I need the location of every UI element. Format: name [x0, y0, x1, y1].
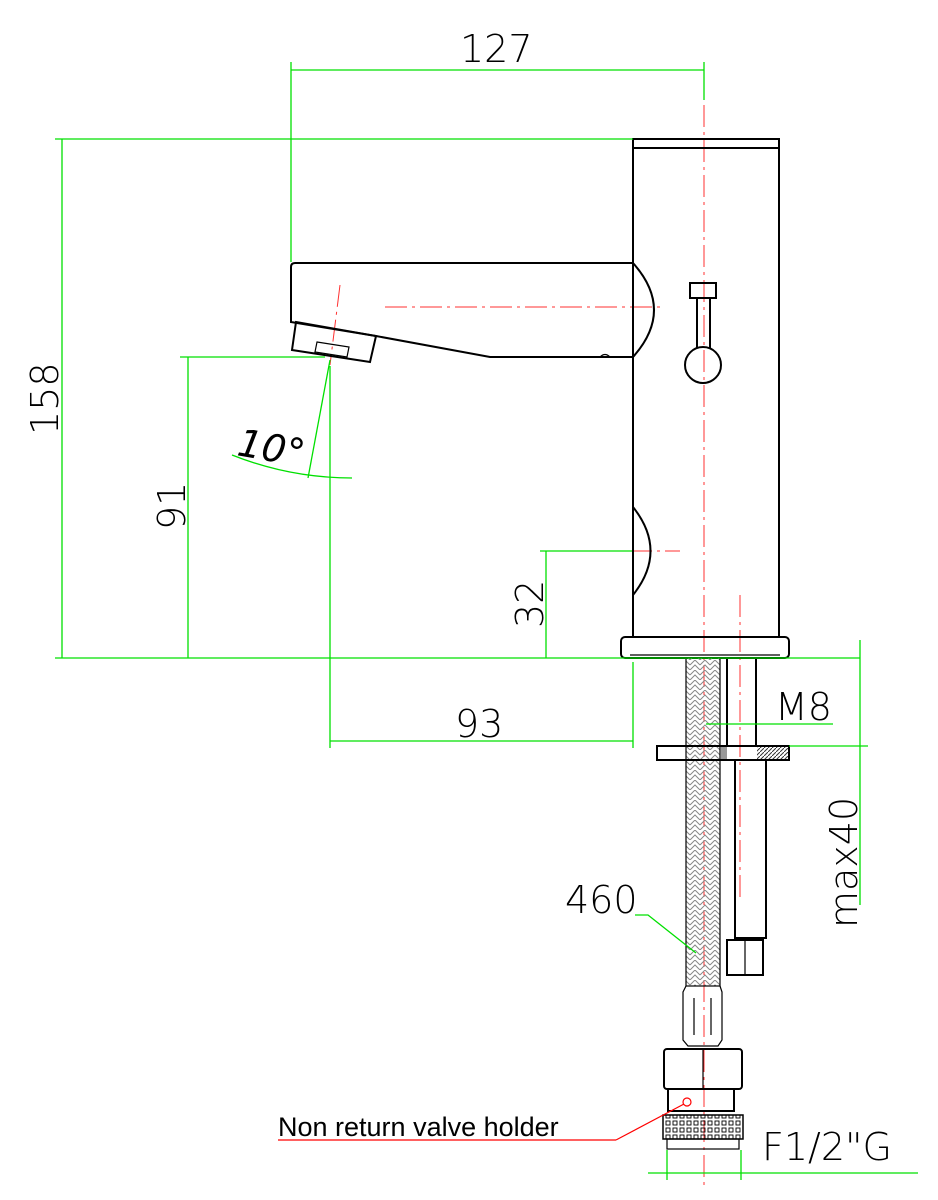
valve-holder-callout: Non return valve holder — [278, 1097, 692, 1142]
sensor-window — [632, 506, 652, 596]
dim-158: 158 — [23, 362, 67, 435]
spout — [290, 262, 655, 364]
dim-connection: F1/2"G — [762, 1125, 892, 1169]
valve-holder-label: Non return valve holder — [278, 1112, 559, 1142]
flexible-hose — [662, 657, 744, 1150]
dim-460: 460 — [565, 878, 638, 922]
dim-91: 91 — [150, 482, 194, 530]
dim-127: 127 — [460, 27, 533, 71]
mounting-stud — [656, 657, 790, 976]
dim-10-degrees: 10° — [234, 421, 308, 476]
lever — [684, 282, 722, 384]
dimension-lines — [55, 62, 918, 1180]
aerator — [290, 320, 378, 364]
centerlines — [329, 70, 741, 1190]
dim-max40: max40 — [822, 797, 866, 928]
faucet-body — [620, 138, 790, 659]
dim-93: 93 — [455, 702, 503, 746]
dim-m8: M8 — [775, 685, 832, 729]
dim-32: 32 — [508, 580, 552, 628]
